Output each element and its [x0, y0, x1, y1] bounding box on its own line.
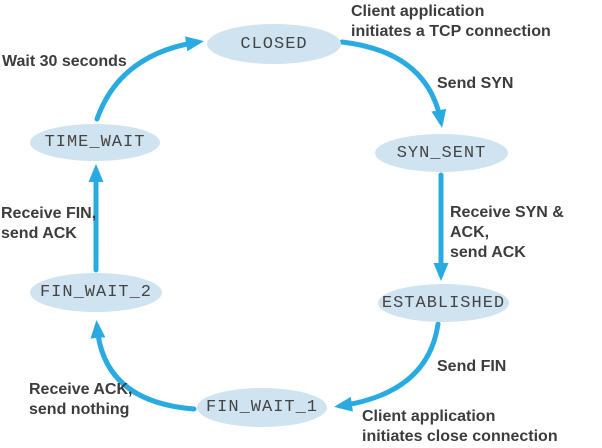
- arrow-established-to-fin-wait-1: [334, 321, 441, 412]
- arrow-fin-wait-1-to-fin-wait-2: [90, 320, 197, 412]
- label-wait-30-seconds: Wait 30 seconds: [2, 53, 127, 70]
- state-syn-sent: SYN_SENT: [375, 134, 508, 172]
- state-fin-wait-2-label: FIN_WAIT_2: [39, 283, 153, 302]
- label-send-syn: Send SYN: [437, 75, 514, 92]
- state-time-wait-label: TIME_WAIT: [44, 133, 146, 152]
- label-receive-fin: Receive FIN, send ACK: [1, 205, 97, 242]
- state-closed-label: CLOSED: [240, 34, 308, 54]
- state-fin-wait-2: FIN_WAIT_2: [30, 273, 162, 312]
- state-established: ESTABLISHED: [378, 284, 509, 322]
- arrow-time-wait-to-closed: [94, 36, 204, 122]
- label-send-fin: Send FIN: [437, 358, 507, 375]
- label-client-initiates-open: Client application initiates a TCP conne…: [351, 3, 551, 40]
- state-closed: CLOSED: [207, 24, 341, 64]
- arrow-closed-to-syn-sent: [339, 39, 447, 128]
- state-fin-wait-1: FIN_WAIT_1: [197, 388, 327, 427]
- state-time-wait: TIME_WAIT: [30, 124, 160, 161]
- label-client-initiates-close: Client application initiates close conne…: [362, 408, 558, 445]
- state-fin-wait-1-label: FIN_WAIT_1: [205, 398, 319, 417]
- state-syn-sent-label: SYN_SENT: [396, 143, 487, 163]
- label-receive-ack: Receive ACK, send nothing: [29, 381, 133, 418]
- label-receive-syn-ack: Receive SYN & ACK, send ACK: [450, 204, 564, 261]
- state-established-label: ESTABLISHED: [381, 293, 506, 313]
